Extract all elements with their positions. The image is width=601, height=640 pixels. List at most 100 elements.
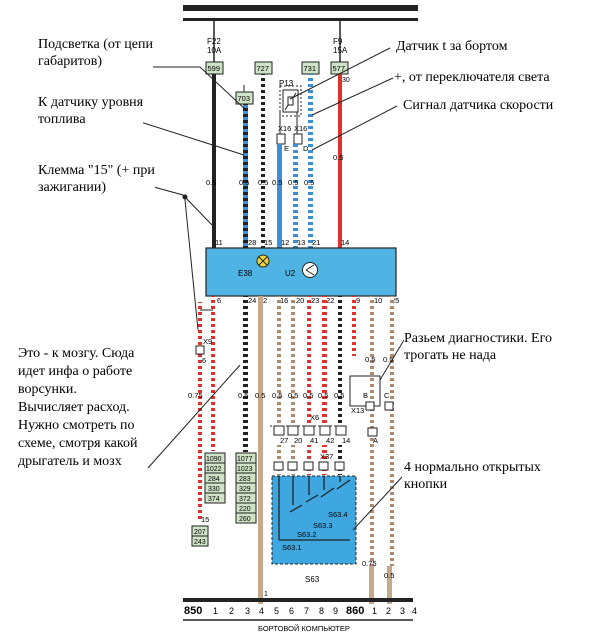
sensor-p13: P13: [279, 79, 302, 117]
note-temp-sensor: Датчик t за бортом: [396, 38, 508, 55]
box-577: 577: [330, 61, 349, 75]
pin-bot-20: 20: [296, 296, 304, 305]
size-w12: 0.5: [272, 178, 282, 187]
svg-text:0.75: 0.75: [362, 559, 377, 568]
svg-text:0.5: 0.5: [303, 391, 313, 400]
wire-23: [307, 296, 311, 426]
svg-text:727: 727: [257, 64, 270, 73]
box-727: 727: [254, 61, 273, 75]
fuse-f9-rating: 15A: [333, 46, 348, 55]
gauge-icon: [302, 262, 318, 278]
pin-d: D: [303, 144, 309, 153]
x16-label-left: X16: [278, 124, 291, 133]
size-w24: 0.5: [238, 391, 248, 400]
switch-contacts: [278, 476, 351, 541]
svg-text:731: 731: [304, 64, 317, 73]
box-703: 703: [235, 91, 254, 105]
switch-s63-3: S63.3: [313, 521, 333, 530]
x13-connector: X13 B C A: [349, 375, 394, 445]
svg-text:P13: P13: [279, 79, 294, 88]
bottom-caption: БОРТОВОЙ КОМПЬЮТЕР: [258, 624, 350, 633]
size-w21: 0.5: [304, 178, 314, 187]
svg-text:1090: 1090: [206, 456, 222, 463]
svg-text:42: 42: [326, 436, 334, 445]
svg-text:1: 1: [213, 606, 218, 616]
svg-text:C: C: [384, 391, 390, 400]
svg-text:220: 220: [239, 506, 251, 513]
svg-text:X13: X13: [351, 406, 364, 415]
wire-13: [293, 144, 298, 250]
block-860-label: 860: [346, 605, 364, 617]
pin-top-21: 21: [312, 238, 320, 247]
wire-12: [277, 144, 282, 250]
pin-15-bottom: 15: [201, 515, 209, 524]
note-light-switch: +, от переключателя света: [394, 69, 550, 86]
svg-text:3: 3: [245, 606, 250, 616]
bottom-bus-bar: [183, 598, 413, 602]
wire-6: [198, 302, 202, 520]
pin-top-12: 12: [281, 238, 289, 247]
switch-s63-2: S63.2: [297, 530, 317, 539]
svg-text:329: 329: [239, 486, 251, 493]
x9-label: X9: [203, 337, 212, 346]
stack-3: 207 243: [191, 525, 209, 547]
top-bus-bar: [183, 5, 418, 11]
svg-text:41: 41: [310, 436, 318, 445]
svg-text:0.5: 0.5: [288, 391, 298, 400]
wire-22: [322, 296, 327, 426]
box-599: 599: [205, 61, 224, 75]
box-731: 731: [301, 61, 320, 75]
pin-bot-24: 24: [248, 296, 256, 305]
pin-bot-16: 16: [280, 296, 288, 305]
wire-16: [277, 296, 281, 426]
svg-text:2: 2: [386, 606, 391, 616]
x37-label: X37: [320, 452, 333, 461]
leader-lines: [127, 47, 405, 531]
svg-text:0.5: 0.5: [383, 355, 393, 364]
pin-bot-9: 9: [356, 296, 360, 305]
svg-text:1: 1: [264, 591, 268, 598]
svg-text:243: 243: [194, 539, 206, 546]
fuse-f22-label: F22: [207, 37, 221, 46]
stack-2: 1077 1023 283 329 372 220 260: [235, 452, 257, 524]
pin-top-11: 11: [215, 238, 223, 247]
svg-text:6: 6: [289, 606, 294, 616]
size-w11: 0.5: [206, 178, 216, 187]
wire-24: [243, 296, 248, 452]
svg-text:372: 372: [239, 496, 251, 503]
svg-text:4: 4: [259, 606, 264, 616]
pin-bot-25: 25: [391, 296, 399, 305]
x6-label: X6: [310, 413, 319, 422]
size-w15: 0.5: [258, 178, 268, 187]
svg-text:703: 703: [238, 94, 251, 103]
svg-text:260: 260: [239, 516, 251, 523]
svg-text:0.5: 0.5: [365, 355, 375, 364]
svg-text:20: 20: [294, 436, 302, 445]
svg-text:4: 4: [412, 606, 417, 616]
svg-text:283: 283: [239, 476, 251, 483]
wire-15: [261, 74, 265, 250]
unit-e38-label: E38: [238, 269, 253, 278]
size-w28: 0.5: [239, 178, 249, 187]
size-w2: 0.5: [255, 391, 265, 400]
wire-11: [212, 74, 216, 250]
switch-block-s63: [271, 475, 357, 565]
x6-connector: 27 20 41 42 14: [273, 425, 350, 445]
size-w14: 0.5: [333, 153, 343, 162]
wire-21: [308, 74, 313, 250]
wire-25: [390, 296, 394, 566]
pin-bot-6: 6: [217, 296, 221, 305]
pin-bot-10: 10: [374, 296, 382, 305]
stack-1: 1090 1022 284 330 374: [204, 452, 226, 504]
svg-text:0.5: 0.5: [384, 571, 394, 580]
svg-text:B: B: [363, 391, 368, 400]
svg-text:207: 207: [194, 529, 206, 536]
fuse-f9-label: F9: [333, 37, 343, 46]
svg-text:5: 5: [274, 606, 279, 616]
wire-9: [338, 296, 342, 426]
svg-text:599: 599: [208, 64, 221, 73]
unit-u2-label: U2: [285, 269, 296, 278]
